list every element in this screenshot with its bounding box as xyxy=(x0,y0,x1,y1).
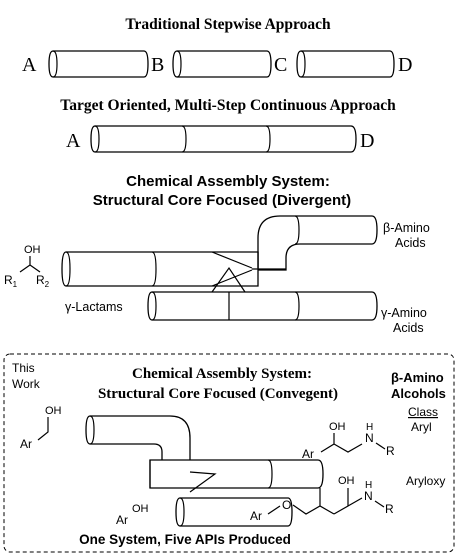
gamma-lactams-label: γ-Lactams xyxy=(65,300,123,314)
divergent-title-line1: Chemical Assembly System: xyxy=(126,173,330,190)
this-work-label-line2: Work xyxy=(12,377,41,391)
stepwise-label-a: A xyxy=(22,54,37,76)
stepwise-tube-2 xyxy=(172,50,272,78)
input1-ar-label: Ar xyxy=(20,437,32,451)
beta-amino-acids-line2: Acids xyxy=(395,236,426,250)
continuous-label-d: D xyxy=(360,130,374,152)
product2-molecule: Ar O OH N H R xyxy=(250,475,394,523)
beta-amino-alcohols-line1: β-Amino xyxy=(391,370,444,385)
stepwise-tube-1 xyxy=(48,50,149,78)
divergent-input-molecule: OH R1 R2 xyxy=(4,244,50,289)
product2-r-label: R xyxy=(385,502,394,516)
divergent-oh-label: OH xyxy=(24,244,41,256)
beta-amino-alcohols-line2: Alcohols xyxy=(391,386,446,401)
divergent-r2-label: R2 xyxy=(36,273,50,289)
class-header: Class xyxy=(408,405,438,419)
this-work-frame xyxy=(3,353,455,553)
divergent-tube-network xyxy=(61,215,378,321)
convergent-footer: One System, Five APIs Produced xyxy=(79,532,291,547)
gamma-amino-acids-line1: γ-Amino xyxy=(381,306,427,320)
this-work-label-line1: This xyxy=(12,361,35,375)
continuous-title: Target Oriented, Multi-Step Continuous A… xyxy=(60,97,396,114)
class-aryl: Aryl xyxy=(411,420,432,434)
class-aryloxy: Aryloxy xyxy=(406,474,445,488)
convergent-input2-molecule: Ar OH xyxy=(116,503,149,527)
product2-ar-label: Ar xyxy=(250,509,262,523)
product2-o-label: O xyxy=(282,498,291,512)
stepwise-label-d: D xyxy=(398,54,412,76)
convergent-tube-network xyxy=(85,415,324,527)
gamma-amino-acids-line2: Acids xyxy=(393,321,424,335)
stepwise-label-c: C xyxy=(274,54,287,76)
stepwise-label-b: B xyxy=(151,54,164,76)
product2-n-label: N xyxy=(364,489,373,503)
input2-ar-label: Ar xyxy=(116,513,128,527)
product1-oh-label: OH xyxy=(329,421,346,433)
continuous-tube xyxy=(90,125,357,153)
input1-oh-label: OH xyxy=(45,405,62,417)
stepwise-title: Traditional Stepwise Approach xyxy=(125,16,331,33)
convergent-title-line1: Chemical Assembly System: xyxy=(132,366,312,382)
convergent-title-line2: Structural Core Focused (Convegent) xyxy=(98,386,338,402)
convergent-input1-molecule: OH Ar xyxy=(20,405,62,451)
product1-n-label: N xyxy=(365,431,374,445)
beta-amino-acids-line1: β-Amino xyxy=(383,221,430,235)
divergent-title-line2: Structural Core Focused (Divergent) xyxy=(93,192,351,209)
continuous-label-a: A xyxy=(66,130,81,152)
product2-h-label: H xyxy=(365,480,372,491)
stepwise-tube-3 xyxy=(296,50,395,78)
divergent-r1-label: R1 xyxy=(4,273,18,289)
input2-oh-label: OH xyxy=(132,503,149,515)
product1-molecule: OH Ar N H R xyxy=(302,421,395,461)
product1-h-label: H xyxy=(366,422,373,433)
product1-ar-label: Ar xyxy=(302,447,314,461)
product1-r-label: R xyxy=(386,444,395,458)
product2-oh-label: OH xyxy=(338,475,355,487)
